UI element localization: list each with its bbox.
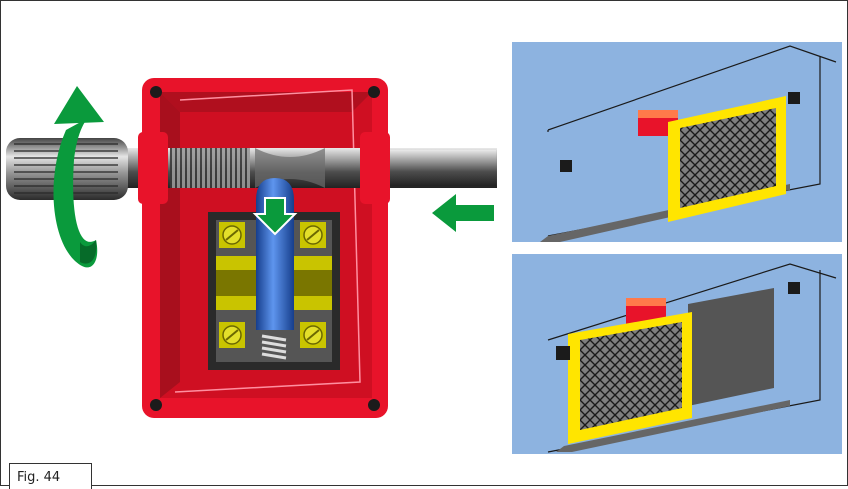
left-arrow-icon bbox=[432, 194, 494, 232]
guide-block bbox=[556, 346, 570, 360]
plunger bbox=[252, 178, 298, 330]
guard-door-open bbox=[556, 312, 692, 444]
terminal-screw-icon bbox=[219, 222, 245, 248]
figure-label: Fig. 44 bbox=[9, 463, 92, 489]
panel-guard-open bbox=[512, 254, 842, 454]
corner-screw-icon bbox=[150, 399, 162, 411]
guide-rail bbox=[556, 400, 790, 452]
bushing-right bbox=[360, 132, 390, 204]
terminal-screw-icon bbox=[300, 222, 326, 248]
guide-block bbox=[788, 282, 800, 294]
panel-guard-closed bbox=[512, 42, 842, 242]
guard-door-closed bbox=[668, 96, 786, 222]
terminal-screw-icon bbox=[219, 322, 245, 348]
guide-block bbox=[560, 160, 572, 172]
corner-screw-icon bbox=[150, 86, 162, 98]
opening bbox=[688, 288, 774, 406]
down-arrow-icon bbox=[252, 197, 298, 236]
corner-screw-icon bbox=[368, 86, 380, 98]
terminal-screw-icon bbox=[300, 322, 326, 348]
rotation-arrow-icon bbox=[53, 86, 104, 268]
corner-screw-icon bbox=[368, 399, 380, 411]
bushing-left bbox=[138, 132, 168, 204]
spring-icon bbox=[261, 334, 287, 360]
rod-extension bbox=[390, 150, 496, 186]
guide-block bbox=[788, 92, 800, 104]
